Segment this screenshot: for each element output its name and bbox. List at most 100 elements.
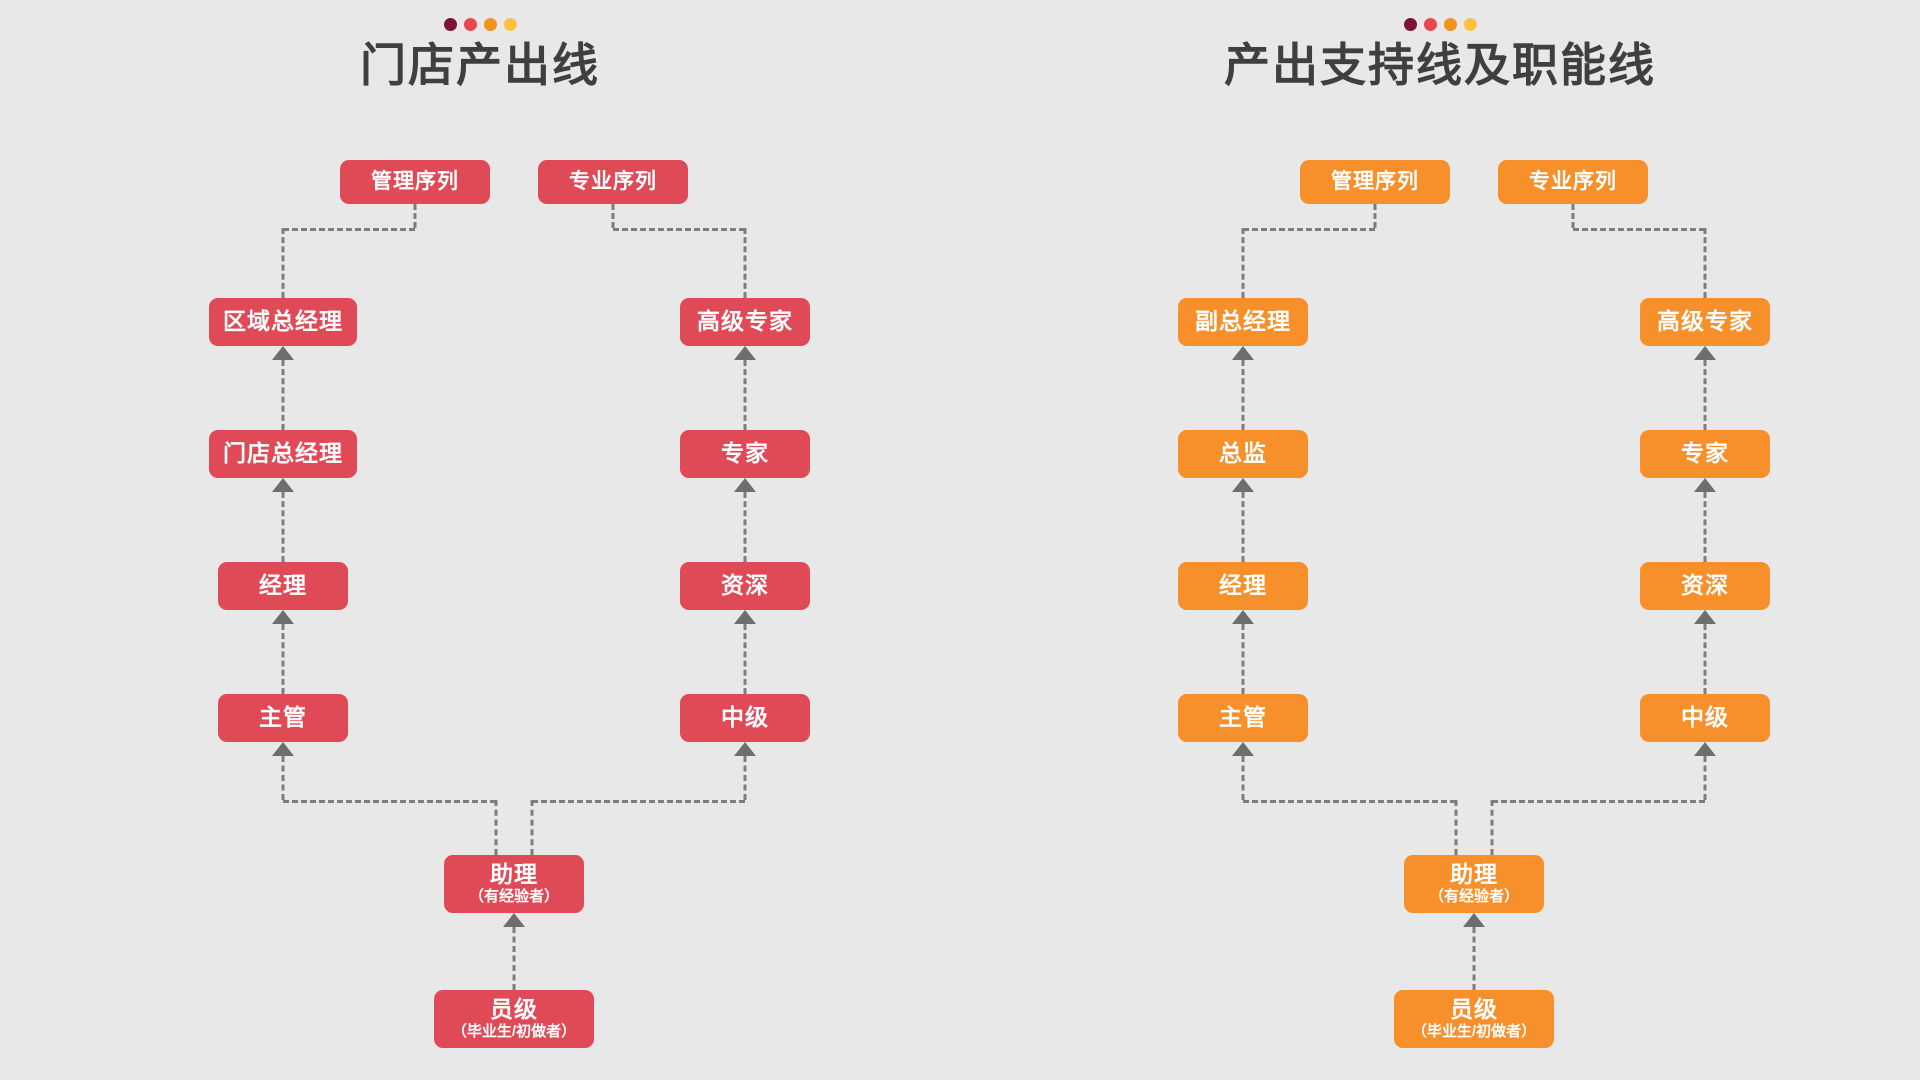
rank-mgmt-0-label: 副总经理 (1195, 308, 1291, 335)
rank-prof-2-label: 资深 (1681, 572, 1729, 599)
arrow-up-icon (1232, 610, 1254, 624)
arrow-up-icon (1232, 742, 1254, 756)
connector-prof-drop (743, 228, 747, 298)
rank-mgmt-1[interactable]: 总监 (1178, 430, 1308, 478)
connector-branch-rail-right (532, 800, 745, 803)
rank-mgmt-2-label: 经理 (1219, 572, 1267, 599)
connector-branch-stub-right (1490, 800, 1494, 855)
rank-assistant[interactable]: 助理（有经验者） (1404, 855, 1544, 913)
arrow-up-icon (1694, 478, 1716, 492)
connector-branch-rail-right (1492, 800, 1705, 803)
dot-2-icon (1423, 18, 1437, 31)
rank-mgmt-0-label: 区域总经理 (223, 308, 343, 335)
arrow-up-icon (1694, 610, 1716, 624)
connector-branch-rail-left (283, 800, 496, 803)
rank-staff-label: 员级 (490, 995, 538, 1022)
rank-prof-1[interactable]: 专家 (680, 430, 810, 478)
dot-3-icon (483, 18, 497, 31)
connector-mgmt-stub (1373, 204, 1377, 228)
connector-mgmt-branch (281, 756, 285, 800)
rank-assistant-sublabel: （有经验者） (1428, 888, 1519, 906)
rank-mgmt-1-label: 总监 (1219, 440, 1267, 467)
rank-prof-1-label: 专家 (721, 440, 769, 467)
rank-mgmt-0[interactable]: 副总经理 (1178, 298, 1308, 346)
connector-mgmt-1 (1241, 492, 1245, 562)
rank-prof-0-label: 高级专家 (1657, 308, 1753, 335)
connector-mgmt-rail (1243, 228, 1375, 231)
arrow-up-icon (734, 346, 756, 360)
connector-mgmt-2 (1241, 624, 1245, 694)
connector-prof-stub (611, 204, 615, 228)
rank-prof-2[interactable]: 资深 (680, 562, 810, 610)
panel-title: 产出支持线及职能线 (1224, 39, 1656, 91)
rank-mgmt-3[interactable]: 主管 (1178, 694, 1308, 742)
connector-prof-0 (743, 360, 747, 430)
connector-mgmt-branch (1241, 756, 1245, 800)
arrow-up-icon (1694, 346, 1716, 360)
rank-prof-0[interactable]: 高级专家 (1640, 298, 1770, 346)
rank-staff-sublabel: （毕业生/初做者） (1411, 1023, 1537, 1041)
rank-staff-label: 员级 (1450, 995, 1498, 1022)
connector-branch-stub-right (530, 800, 534, 855)
panel-title: 门店产出线 (360, 39, 600, 91)
connector-mgmt-1 (281, 492, 285, 562)
rank-mgmt-2[interactable]: 经理 (218, 562, 348, 610)
connector-prof-stub (1571, 204, 1575, 228)
rank-mgmt-2[interactable]: 经理 (1178, 562, 1308, 610)
sequence-management-label: 管理序列 (1331, 170, 1419, 194)
connector-prof-1 (1703, 492, 1707, 562)
rank-mgmt-1[interactable]: 门店总经理 (209, 430, 357, 478)
rank-prof-1[interactable]: 专家 (1640, 430, 1770, 478)
sequence-management[interactable]: 管理序列 (340, 160, 490, 204)
connector-prof-drop (1703, 228, 1707, 298)
rank-assistant[interactable]: 助理（有经验者） (444, 855, 584, 913)
connector-prof-branch (1703, 756, 1707, 800)
connector-prof-2 (743, 624, 747, 694)
rank-prof-3-label: 中级 (721, 704, 769, 731)
arrow-up-icon (1232, 478, 1254, 492)
sequence-management[interactable]: 管理序列 (1300, 160, 1450, 204)
arrow-up-icon (1232, 346, 1254, 360)
connector-mgmt-0 (1241, 360, 1245, 430)
rank-staff[interactable]: 员级（毕业生/初做者） (434, 990, 594, 1048)
sequence-professional[interactable]: 专业序列 (538, 160, 688, 204)
rank-staff[interactable]: 员级（毕业生/初做者） (1394, 990, 1554, 1048)
connector-prof-1 (743, 492, 747, 562)
dot-1-icon (1403, 18, 1417, 31)
title-dots (960, 18, 1920, 31)
rank-mgmt-3[interactable]: 主管 (218, 694, 348, 742)
rank-mgmt-2-label: 经理 (259, 572, 307, 599)
arrow-up-icon (734, 610, 756, 624)
rank-prof-0[interactable]: 高级专家 (680, 298, 810, 346)
connector-prof-branch (743, 756, 747, 800)
rank-prof-2[interactable]: 资深 (1640, 562, 1770, 610)
dot-3-icon (1443, 18, 1457, 31)
sequence-professional-label: 专业序列 (569, 170, 657, 194)
arrow-up-icon (1694, 742, 1716, 756)
rank-prof-2-label: 资深 (721, 572, 769, 599)
rank-mgmt-0[interactable]: 区域总经理 (209, 298, 357, 346)
rank-mgmt-3-label: 主管 (1219, 704, 1267, 731)
connector-mgmt-rail (283, 228, 415, 231)
rank-prof-3-label: 中级 (1681, 704, 1729, 731)
dot-4-icon (1463, 18, 1477, 31)
connector-branch-rail-left (1243, 800, 1456, 803)
connector-branch-stub-left (494, 800, 498, 855)
arrow-up-icon (503, 913, 525, 927)
sequence-management-label: 管理序列 (371, 170, 459, 194)
rank-prof-3[interactable]: 中级 (1640, 694, 1770, 742)
sequence-professional-label: 专业序列 (1529, 170, 1617, 194)
dot-1-icon (443, 18, 457, 31)
rank-prof-0-label: 高级专家 (697, 308, 793, 335)
title-dots (0, 18, 960, 31)
connector-prof-rail (613, 228, 745, 231)
arrow-up-icon (734, 742, 756, 756)
connector-prof-2 (1703, 624, 1707, 694)
rank-assistant-label: 助理 (1450, 860, 1498, 887)
panel-header-store-output-line: 门店产出线 (0, 18, 960, 92)
panel-support-and-function-line: 产出支持线及职能线管理序列专业序列副总经理总监经理主管高级专家专家资深中级助理（… (960, 0, 1920, 1080)
rank-prof-1-label: 专家 (1681, 440, 1729, 467)
rank-prof-3[interactable]: 中级 (680, 694, 810, 742)
sequence-professional[interactable]: 专业序列 (1498, 160, 1648, 204)
